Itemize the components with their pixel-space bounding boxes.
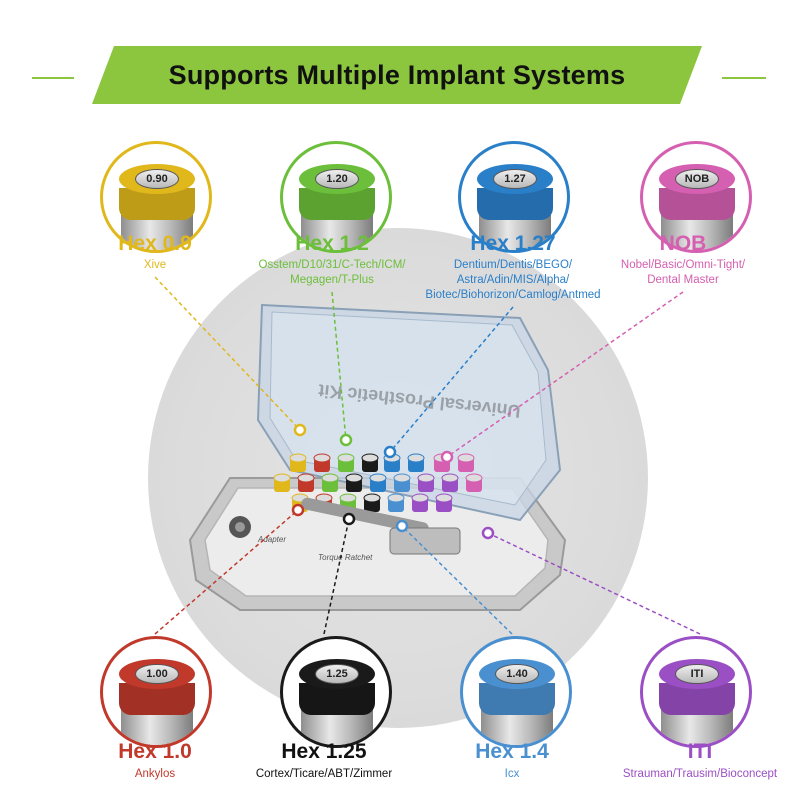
brand-line: Biotec/Biohorizon/Camlog/Antmed <box>425 289 601 301</box>
system-title-iti: ITI <box>687 740 713 763</box>
driver-size-plate: 1.25 <box>315 664 359 684</box>
brand-line: Megagen/T-Plus <box>290 274 374 286</box>
bubble-hex10: 1.00 <box>100 636 212 748</box>
bubble-hex09: 0.90 <box>100 141 212 253</box>
tray-driver <box>387 493 405 512</box>
tray-driver <box>337 453 355 472</box>
system-title-hex14: Hex 1.4 <box>475 740 549 763</box>
system-brands-nob: Nobel/Basic/Omni-Tight/Dental Master <box>573 258 793 288</box>
brand-line: Icx <box>504 768 520 780</box>
leader-line-hex12 <box>331 291 347 441</box>
system-brands-hex12: Osstem/D10/31/C-Tech/ICM/Megagen/T-Plus <box>222 258 442 288</box>
bubble-hex14: 1.40 <box>460 636 572 748</box>
tray-driver <box>465 473 483 492</box>
brand-line: Ankylos <box>134 768 176 780</box>
brand-line: Astra/Adin/MIS/Alpha/ <box>456 274 570 286</box>
tray-driver <box>297 473 315 492</box>
leader-lines <box>154 276 701 635</box>
bubble-hex125: 1.25 <box>280 636 392 748</box>
leader-dot-nob <box>440 450 454 464</box>
driver-size-plate: NOB <box>675 169 719 189</box>
brand-line: Nobel/Basic/Omni-Tight/ <box>620 259 746 271</box>
tray-driver <box>383 453 401 472</box>
tray-driver <box>345 473 363 492</box>
tray-driver <box>369 473 387 492</box>
tray-driver <box>273 473 291 492</box>
leader-dot-iti <box>481 526 495 540</box>
leader-dot-hex10 <box>291 503 305 517</box>
system-title-nob: NOB <box>659 232 707 255</box>
leader-line-hex125 <box>323 518 350 635</box>
driver-size-plate: 0.90 <box>135 169 179 189</box>
tray-adapter-label: Adapter <box>257 535 286 544</box>
leader-dot-hex09 <box>293 423 307 437</box>
leader-dot-hex127 <box>383 445 397 459</box>
driver-size-plate: 1.27 <box>493 169 537 189</box>
header-line-left <box>32 77 74 79</box>
brand-line: Dental Master <box>647 274 719 286</box>
tray-driver <box>393 473 411 492</box>
tray-driver <box>289 453 307 472</box>
leader-line-nob <box>446 291 684 458</box>
tray-driver <box>417 473 435 492</box>
ratchet-head <box>389 527 461 555</box>
bubble-iti: ITI <box>640 636 752 748</box>
leader-dot-hex125 <box>342 512 356 526</box>
bubble-hex12: 1.20 <box>280 141 392 253</box>
system-brands-hex127: Dentium/Dentis/BEGO/Astra/Adin/MIS/Alpha… <box>403 258 623 303</box>
header-line-right <box>722 77 766 79</box>
tray-driver <box>411 493 429 512</box>
leader-line-hex10 <box>154 509 299 635</box>
driver-size-plate: 1.00 <box>135 664 179 684</box>
system-title-hex10: Hex 1.0 <box>118 740 192 763</box>
tray-driver <box>321 473 339 492</box>
leader-dot-hex14 <box>395 519 409 533</box>
tray-driver <box>313 453 331 472</box>
system-title-hex125: Hex 1.25 <box>281 740 367 763</box>
page-title: Supports Multiple Implant Systems <box>168 60 626 90</box>
tray-driver <box>457 453 475 472</box>
brand-line: Dentium/Dentis/BEGO/ <box>453 259 573 271</box>
header-banner <box>92 46 702 104</box>
tray-driver <box>361 453 379 472</box>
tray-driver <box>441 473 459 492</box>
bubble-nob: NOB <box>640 141 752 253</box>
system-title-hex09: Hex 0.9 <box>118 232 192 255</box>
system-brands-hex10: Ankylos <box>45 767 265 782</box>
driver-size-plate: 1.20 <box>315 169 359 189</box>
leader-line-hex14 <box>401 525 513 635</box>
driver-size-plate: 1.40 <box>495 664 539 684</box>
brand-line: Cortex/Ticare/ABT/Zimmer <box>255 768 393 780</box>
tray-driver <box>435 493 453 512</box>
leader-dot-hex12 <box>339 433 353 447</box>
system-brands-iti: Strauman/Trausim/Bioconcept <box>590 767 800 782</box>
system-brands-hex125: Cortex/Ticare/ABT/Zimmer <box>214 767 434 782</box>
leader-line-hex127 <box>389 306 514 453</box>
system-brands-hex09: Xive <box>45 258 265 273</box>
brand-line: Xive <box>143 259 167 271</box>
bubble-hex127: 1.27 <box>458 141 570 253</box>
system-brands-hex14: Icx <box>402 767 622 782</box>
tray-driver <box>363 493 381 512</box>
brand-line: Osstem/D10/31/C-Tech/ICM/ <box>258 259 406 271</box>
leader-line-hex09 <box>154 276 301 431</box>
driver-size-plate: ITI <box>675 664 719 684</box>
system-title-hex12: Hex 1.2 <box>295 232 369 255</box>
brand-line: Strauman/Trausim/Bioconcept <box>622 768 778 780</box>
tray-driver <box>407 453 425 472</box>
tray-ratchet-label: Torque Ratchet <box>318 553 373 562</box>
driver-rows <box>273 453 483 512</box>
system-title-hex127: Hex 1.27 <box>470 232 556 255</box>
